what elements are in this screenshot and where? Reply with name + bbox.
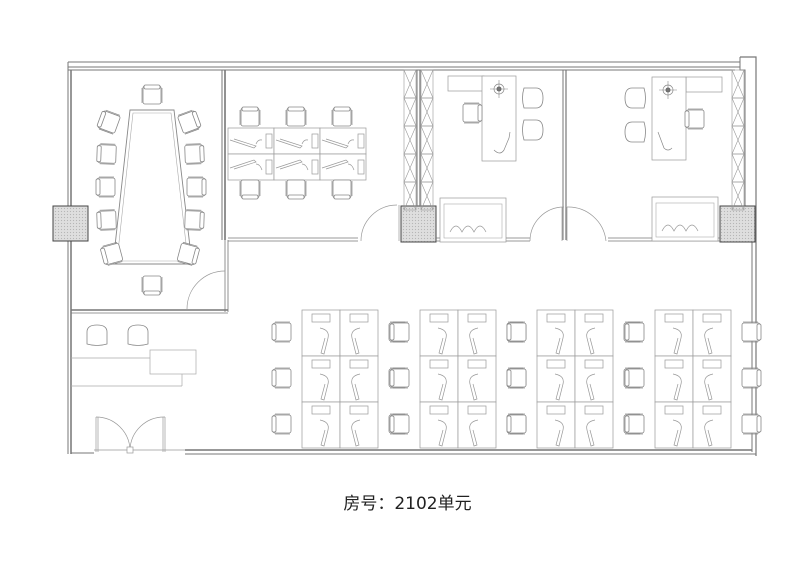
room-number-value: 2102单元 <box>394 494 472 514</box>
room-number-label: 房号： <box>343 494 395 514</box>
column-mid <box>400 205 437 243</box>
room-number-caption: 房号：2102单元 <box>0 489 799 514</box>
column-left <box>52 205 89 242</box>
glass-partition-right <box>731 69 745 211</box>
glass-partition-mid <box>403 69 434 211</box>
front-desk <box>149 349 197 375</box>
open-office <box>272 310 761 448</box>
small-office <box>227 106 367 200</box>
manager-office-1 <box>439 75 544 243</box>
meeting-room <box>95 84 207 296</box>
partitions <box>71 70 720 314</box>
columns <box>52 205 756 243</box>
floor-plan <box>52 56 799 456</box>
outer-walls <box>67 56 757 456</box>
manager-office-2 <box>624 76 723 242</box>
reception <box>71 324 197 387</box>
doors <box>94 204 607 454</box>
column-right-top <box>719 205 756 243</box>
